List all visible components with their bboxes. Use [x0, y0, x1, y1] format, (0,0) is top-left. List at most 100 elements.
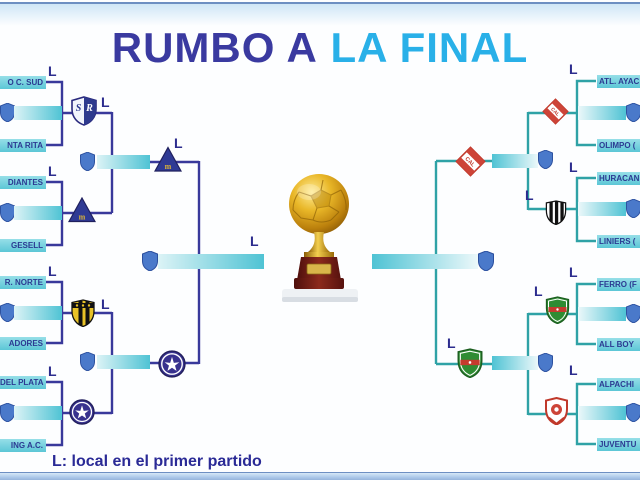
winner-name-slot [97, 355, 150, 369]
team-bar: LINIERS ( [597, 235, 640, 248]
empty-shield-icon [0, 203, 15, 222]
star-circle-crest-icon [69, 399, 95, 425]
winner-name-slot [97, 155, 150, 169]
local-marker: L [48, 363, 57, 379]
page-title: RUMBO A LA FINAL [0, 24, 640, 72]
svg-text:R: R [85, 103, 93, 114]
local-marker: L [525, 187, 534, 203]
green-red-band-crest-icon [545, 296, 570, 324]
svg-text:m: m [79, 213, 86, 222]
team-label: R. NORTE [4, 278, 43, 287]
local-marker: L [569, 61, 578, 77]
team-label: DEL PLATA [0, 378, 44, 387]
team-label: OLIMPO ( [599, 141, 636, 150]
svg-text:S: S [76, 103, 82, 114]
winner-name-slot [578, 307, 626, 321]
empty-shield-icon [478, 251, 494, 271]
empty-shield-icon [80, 152, 95, 171]
empty-shield-icon [0, 403, 15, 422]
empty-shield-icon [538, 150, 553, 169]
team-label: ATL. AYAC [599, 77, 640, 86]
winner-name-slot [578, 406, 626, 420]
local-marker: L [101, 94, 110, 110]
team-bar: DEL PLATA [0, 376, 46, 389]
local-marker: L [48, 63, 57, 79]
empty-shield-icon [0, 103, 15, 122]
team-label: ALL BOY [599, 340, 634, 349]
winner-name-slot [14, 206, 62, 220]
winner-name-slot [14, 106, 62, 120]
empty-shield-icon [142, 251, 158, 271]
empty-shield-icon [0, 303, 15, 322]
black-white-stripes-crest-icon [545, 200, 567, 225]
local-marker: L [534, 283, 543, 299]
team-bar: NTA RITA [0, 139, 46, 152]
title-part1: RUMBO A [111, 24, 318, 71]
team-label: DIANTES [7, 178, 43, 187]
local-marker: L [569, 362, 578, 378]
local-marker: L [174, 135, 183, 151]
empty-shield-icon [626, 403, 640, 422]
team-bar: GESELL [0, 239, 46, 252]
team-bar: JUVENTU [597, 438, 640, 451]
team-bar: ALPACHI [597, 378, 640, 391]
golden-ball-trophy-icon [282, 174, 358, 302]
star-circle-crest-icon [158, 350, 186, 378]
team-bar: O C. SUD [0, 76, 46, 89]
local-marker: L [48, 163, 57, 179]
empty-shield-icon [626, 103, 640, 122]
empty-shield-icon [626, 304, 640, 323]
empty-shield-icon [626, 199, 640, 218]
bottom-border-strip [0, 472, 640, 480]
team-bar: ALL BOY [597, 338, 640, 351]
title-part2: LA FINAL [330, 24, 529, 71]
local-marker: L [250, 233, 259, 249]
local-marker: L [447, 335, 456, 351]
local-marker: L [101, 296, 110, 312]
team-label: GESELL [10, 241, 43, 250]
team-label: NTA RITA [7, 141, 43, 150]
winner-name-slot [492, 356, 538, 370]
red-white-circle-crest-icon [545, 397, 568, 425]
local-marker: L [569, 264, 578, 280]
team-bar: DIANTES [0, 176, 46, 189]
team-label: O C. SUD [7, 78, 43, 87]
legend-text: L: local en el primer partido [52, 453, 262, 470]
svg-text:CAL: CAL [549, 107, 560, 118]
finalist-name-slot [158, 254, 264, 269]
team-bar: HURACAN [597, 172, 640, 185]
top-gradient [0, 4, 640, 26]
winner-name-slot [14, 306, 62, 320]
green-red-band-crest-icon [457, 348, 483, 378]
winner-name-slot [492, 154, 538, 168]
team-bar: ADORES [0, 337, 46, 350]
yellow-black-stripes-crest-icon [71, 299, 95, 327]
empty-shield-icon [80, 352, 95, 371]
team-bar: FERRO (F [597, 278, 640, 291]
team-label: ALPACHI [599, 380, 634, 389]
empty-shield-icon [538, 353, 553, 372]
team-bar: R. NORTE [0, 276, 46, 289]
team-bar: OLIMPO ( [597, 139, 640, 152]
team-label: ADORES [8, 339, 43, 348]
team-label: HURACAN [599, 174, 640, 183]
top-border-line [0, 2, 640, 4]
team-bar: ATL. AYAC [597, 75, 640, 88]
team-label: LINIERS ( [599, 237, 636, 246]
red-diamond-crest-icon: CAL [455, 146, 486, 177]
team-label: FERRO (F [599, 280, 637, 289]
sr-shield-crest-icon: S R [71, 96, 97, 126]
red-diamond-crest-icon: CAL [542, 98, 569, 125]
blue-triangle-crest-icon: m [154, 146, 182, 172]
winner-name-slot [578, 202, 626, 216]
winner-name-slot [14, 406, 62, 420]
team-label: JUVENTU [599, 440, 637, 449]
local-marker: L [569, 159, 578, 175]
local-marker: L [48, 263, 57, 279]
legend: L: local en el primer partido [52, 453, 262, 471]
winner-name-slot [578, 106, 626, 120]
team-label: ING A.C. [10, 441, 43, 450]
blue-triangle-crest-icon: m [68, 197, 96, 223]
finalist-name-slot [372, 254, 478, 269]
